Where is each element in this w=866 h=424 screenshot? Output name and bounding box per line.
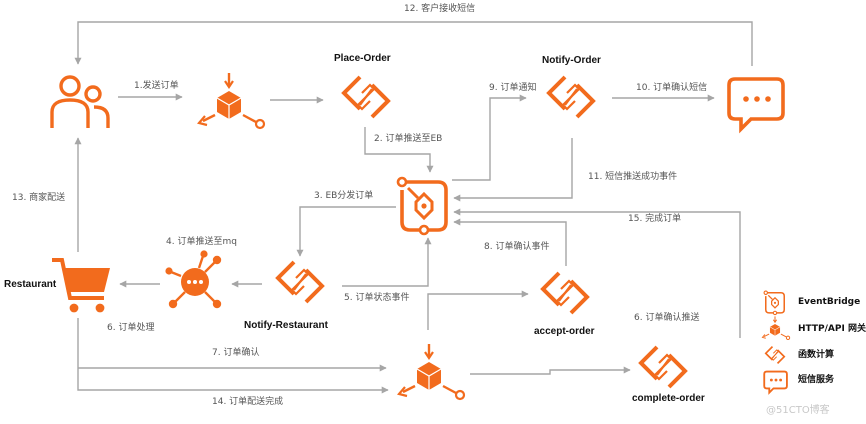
legend-function-compute-icon: [764, 345, 786, 365]
message-queue-icon: [165, 250, 222, 309]
arrow-step-14: [77, 318, 389, 394]
step-label-2: 2. 订单推送至EB: [374, 134, 443, 144]
function-compute-icon: [547, 75, 595, 119]
step-label-13: 13. 商家配送: [12, 193, 66, 203]
function-compute-icon: [541, 271, 589, 315]
arrow-step-11: [453, 138, 573, 202]
step-label-8: 8. 订单确认事件: [484, 242, 550, 252]
api-gateway-icon: [197, 71, 266, 130]
watermark: @51CTO博客: [766, 405, 830, 416]
legend-eventbridge-icon: [763, 290, 785, 316]
step-label-11: 11. 短信推送成功事件: [588, 172, 678, 182]
step-label-1: 1.发送订单: [134, 81, 179, 91]
node-title-accept-order: accept-order: [534, 326, 595, 337]
node-title-complete-order: complete-order: [632, 393, 705, 404]
legend-label-sms-service: 短信服务: [798, 375, 835, 385]
function-compute-icon: [276, 260, 324, 304]
arrow-step-2: [364, 127, 434, 173]
legend-label-api-gateway: HTTP/API 网关: [798, 324, 866, 334]
step-label-10: 10. 订单确认短信: [636, 83, 708, 93]
node-title-place-order: Place-Order: [334, 53, 391, 64]
step-label-3: 3. EB分发订单: [314, 191, 374, 201]
arrow-step-3: [296, 206, 396, 257]
step-label-15: 15. 完成订单: [628, 214, 682, 224]
function-compute-icon: [342, 75, 390, 119]
step-label-9: 9. 订单通知: [489, 83, 537, 93]
arrow-step-12: [74, 21, 753, 66]
node-title-notify-restaurant: Notify-Restaurant: [244, 320, 328, 331]
api-gateway-icon: [397, 342, 466, 401]
legend-api-gateway-icon: [761, 315, 791, 341]
step-label-4: 4. 订单推送至mq: [166, 237, 237, 247]
function-compute-icon: [639, 345, 687, 389]
step-label-6a: 6. 订单处理: [107, 323, 155, 333]
legend-label-function-compute: 函数计算: [798, 350, 835, 360]
step-label-12: 12. 客户接收短信: [404, 4, 476, 14]
arrow-step-5: [342, 237, 432, 287]
node-title-notify-order: Notify-Order: [542, 55, 601, 66]
shopping-cart-icon: [52, 258, 110, 313]
customer-icon: [50, 75, 110, 128]
connectors: [74, 21, 753, 394]
sms-service-icon: [727, 77, 785, 134]
arrow-step-15: [453, 208, 741, 338]
eventbridge-icon: [396, 176, 448, 236]
arrow-gw-to-accept-order: [427, 290, 529, 330]
legend-label-eventbridge: EventBridge: [798, 297, 861, 307]
arrow-step-9: [452, 94, 527, 181]
arrow-step-8: [453, 218, 567, 266]
step-label-6b: 6. 订单确认推送: [634, 313, 700, 323]
step-label-7: 7. 订单确认: [212, 348, 260, 358]
arrow-step-6b: [470, 366, 631, 375]
node-title-restaurant: Restaurant: [4, 279, 57, 290]
step-label-5: 5. 订单状态事件: [344, 293, 410, 303]
legend-sms-service-icon: [763, 370, 788, 395]
step-label-14: 14. 订单配送完成: [212, 397, 284, 407]
